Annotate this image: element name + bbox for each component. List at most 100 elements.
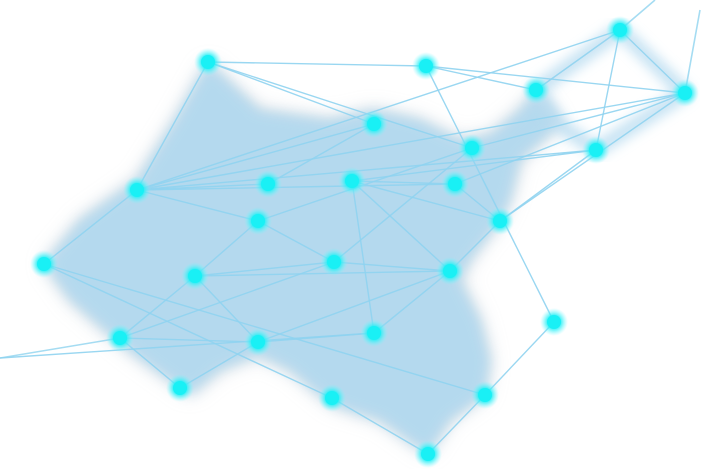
graph-node: [582, 136, 610, 164]
graph-edge: [331, 397, 429, 455]
graph-node: [30, 250, 58, 278]
graph-edge: [257, 220, 335, 263]
graph-node: [540, 308, 568, 336]
node-core: [589, 143, 603, 157]
graph-node: [106, 324, 134, 352]
graph-edge: [136, 61, 209, 191]
graph-node: [441, 170, 469, 198]
node-core: [367, 326, 381, 340]
graph-tendril: [684, 9, 701, 94]
graph-edge: [351, 149, 597, 182]
node-core: [613, 23, 627, 37]
coverage-region-shape: [44, 62, 560, 454]
graph-node: [338, 167, 366, 195]
graph-node: [166, 374, 194, 402]
node-core: [261, 177, 275, 191]
graph-edge: [179, 341, 259, 389]
node-core: [130, 183, 144, 197]
graph-edge: [595, 29, 621, 151]
graph-node: [320, 248, 348, 276]
node-core: [367, 117, 381, 131]
graph-edge: [207, 61, 427, 67]
graph-edge: [425, 65, 537, 91]
node-core: [113, 331, 127, 345]
node-core: [547, 315, 561, 329]
graph-node: [606, 16, 634, 44]
graph-edge: [535, 29, 621, 91]
graph-node: [414, 440, 442, 468]
graph-node: [244, 328, 272, 356]
graph-edge: [471, 92, 686, 149]
graph-edge: [119, 337, 259, 343]
node-core: [251, 214, 265, 228]
graph-edge: [136, 29, 621, 191]
node-core: [478, 388, 492, 402]
graph-edge: [333, 261, 451, 272]
graph-edge: [351, 180, 375, 334]
graph-edge: [136, 123, 375, 191]
graph-edge: [43, 189, 138, 265]
graph-edge: [484, 321, 555, 396]
node-core: [201, 55, 215, 69]
graph-edge: [351, 180, 501, 222]
graph-edge: [351, 180, 456, 185]
graph-edge: [0, 332, 375, 359]
graph-edge: [194, 270, 451, 277]
edge-layer: [0, 0, 701, 455]
node-core: [678, 86, 692, 100]
graph-edge: [425, 65, 555, 323]
graph-node: [458, 134, 486, 162]
node-core: [465, 141, 479, 155]
node-core: [188, 269, 202, 283]
graph-edge: [207, 61, 473, 149]
graph-edge: [43, 263, 333, 399]
graph-edge: [119, 275, 196, 339]
graph-edge: [194, 261, 335, 277]
graph-node: [360, 110, 388, 138]
node-core: [448, 177, 462, 191]
graph-node: [194, 48, 222, 76]
graph-edge: [136, 189, 259, 222]
node-core: [529, 83, 543, 97]
graph-edge: [499, 149, 597, 222]
graph-node: [522, 76, 550, 104]
node-core: [419, 59, 433, 73]
node-core: [443, 264, 457, 278]
node-core: [37, 257, 51, 271]
graph-edge: [136, 183, 456, 191]
node-core: [327, 255, 341, 269]
graph-edge: [194, 275, 259, 343]
node-core: [345, 174, 359, 188]
node-core: [251, 335, 265, 349]
coverage-region: [44, 23, 692, 454]
graph-edge: [454, 92, 686, 185]
node-core: [173, 381, 187, 395]
graph-edge: [333, 147, 473, 263]
graph-edge: [373, 270, 451, 334]
graph-node: [486, 207, 514, 235]
graph-edge: [351, 180, 451, 272]
node-core: [325, 391, 339, 405]
graph-edge: [619, 29, 686, 94]
graph-node: [318, 384, 346, 412]
graph-node: [412, 52, 440, 80]
graph-node: [181, 262, 209, 290]
node-layer: [30, 16, 699, 468]
node-core: [493, 214, 507, 228]
node-core: [421, 447, 435, 461]
graph-tendril: [0, 337, 121, 359]
graph-node: [436, 257, 464, 285]
graph-node: [471, 381, 499, 409]
graph-edge: [267, 123, 375, 185]
graph-edge: [257, 270, 451, 343]
graph-edge: [425, 65, 686, 94]
graph-edge: [207, 61, 375, 125]
graph-edge: [136, 92, 686, 191]
graph-node: [123, 176, 151, 204]
graph-node: [244, 207, 272, 235]
graph-node: [254, 170, 282, 198]
graph-node: [671, 79, 699, 107]
graph-node: [360, 319, 388, 347]
graph-edge: [43, 263, 486, 396]
